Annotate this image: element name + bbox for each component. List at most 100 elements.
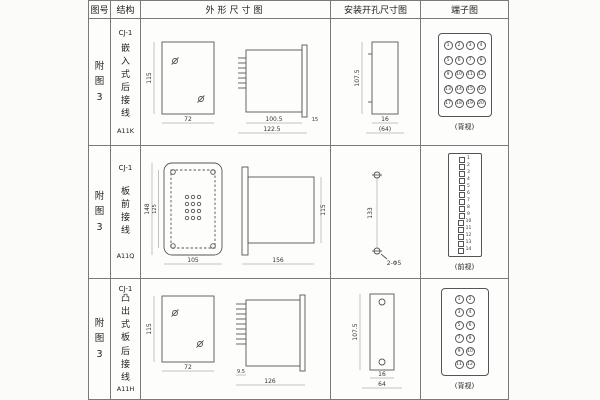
terminal-circle: 19 [465, 99, 475, 108]
col-header-structure: 结构 [111, 1, 141, 19]
terminal-circle: 9 [443, 70, 453, 79]
terminal-circle: 4 [465, 307, 475, 317]
dim-label: 115 [146, 323, 153, 335]
hole-spec-label: 2-Φ5 [386, 260, 401, 267]
terminal-view-caption: (背视) [454, 122, 475, 131]
mount-drawing-a11h: 107.5 16 64 [352, 293, 402, 388]
terminal-square: 11 [458, 227, 472, 233]
col-header-outline: 外形尺寸图 [141, 1, 331, 19]
model-label: CJ-1 [118, 284, 133, 293]
terminal-circle: 20 [476, 99, 486, 108]
type-code: A11Q [116, 251, 135, 260]
terminal-square: 9 [459, 213, 470, 219]
dim-label: 72 [184, 116, 192, 123]
terminal-circle: 4 [476, 41, 486, 50]
terminal-square: 1 [459, 157, 470, 163]
terminal-square: 2 [459, 164, 470, 170]
dim-label: 125 [152, 204, 158, 214]
terminal-circle: 6 [465, 320, 475, 330]
outline-cell-row1: 115 72 100.5 122.5 15 [141, 19, 331, 146]
mount-cell-row2: 133 2-Φ5 [331, 146, 421, 279]
terminal-circle: 12 [476, 70, 486, 79]
terminal-circle: 8 [476, 55, 486, 65]
terminal-circle: 10 [454, 70, 464, 79]
mount-cell-row3: 107.5 16 64 [331, 279, 421, 400]
dim-label: 16 [381, 116, 389, 123]
dim-label: 156 [272, 257, 284, 264]
dim-label: 72 [184, 364, 192, 371]
model-label: CJ-1 [118, 29, 133, 38]
terminal-square: 6 [459, 192, 470, 198]
terminal-circle: 5 [443, 55, 453, 65]
dim-label: 126 [264, 378, 276, 385]
outline-drawing-a11q: 148 125 105 156 115 [144, 162, 327, 264]
terminal-square: 10 [458, 220, 472, 226]
terminal-view-caption: (背视) [454, 381, 475, 390]
dim-label: (64) [378, 126, 390, 133]
figure-label: 附图3 [94, 61, 105, 103]
figure-number-row3: 附图3 [89, 279, 111, 400]
terminal-view-caption: (前视) [454, 262, 475, 271]
terminal-circle: 16 [476, 84, 486, 94]
dim-label: 107.5 [352, 323, 359, 340]
dim-label: 105 [187, 257, 199, 264]
mount-drawing-a11k: 107.5 16 (64) [354, 41, 404, 133]
terminal-square: 5 [459, 185, 470, 191]
terminal-circle: 6 [454, 55, 464, 65]
outline-drawing-a11h: 115 72 9.5 126 [146, 294, 305, 385]
col-header-figure: 图号 [89, 1, 111, 19]
terminal-circle: 17 [443, 99, 453, 108]
terminal-circle: 11 [454, 359, 464, 369]
terminal-circle: 10 [465, 346, 475, 356]
terminal-circle: 5 [454, 320, 464, 330]
dim-label: 100.5 [265, 116, 282, 123]
col-header-mounting: 安装开孔尺寸图 [331, 1, 421, 19]
spec-table: 图号 结构 外形尺寸图 安装开孔尺寸图 端子图 附图3 CJ-1 嵌入式后接线 … [88, 0, 509, 400]
terminal-circle: 1 [454, 294, 464, 304]
dim-label: 133 [367, 207, 374, 219]
figure-label: 附图3 [94, 191, 105, 233]
model-label: CJ-1 [118, 164, 133, 173]
figure-label: 附图3 [94, 318, 105, 360]
structure-desc: 凸出式板后接线 [121, 294, 131, 383]
mount-cell-row1: 107.5 16 (64) [331, 19, 421, 146]
terminal-square: 14 [458, 248, 472, 254]
terminal-circle: 18 [454, 99, 464, 108]
type-code: A11K [117, 126, 134, 135]
dim-label: 115 [146, 72, 153, 84]
col-header-terminal: 端子图 [421, 1, 509, 19]
terminal-square: 4 [459, 178, 470, 184]
structure-row3: CJ-1 凸出式板后接线 A11H [111, 279, 141, 400]
outline-cell-row2: 148 125 105 156 115 [141, 146, 331, 279]
terminal-circle: 3 [454, 307, 464, 317]
terminal-circle: 3 [465, 41, 475, 50]
figure-number-row1: 附图3 [89, 19, 111, 146]
terminal-circle: 7 [465, 55, 475, 65]
structure-row1: CJ-1 嵌入式后接线 A11K [111, 19, 141, 146]
terminal-circle: 12 [465, 359, 475, 369]
structure-desc: 嵌入式后接线 [121, 43, 131, 120]
terminal-circle: 9 [454, 346, 464, 356]
dim-label: 115 [320, 204, 327, 216]
dim-label: 15 [311, 117, 317, 123]
terminal-circle: 13 [443, 84, 453, 94]
terminal-circle: 7 [454, 333, 464, 343]
terminal-circle: 11 [465, 70, 475, 79]
dim-label: 16 [378, 371, 386, 378]
terminal-square: 12 [458, 234, 472, 240]
terminal-circle: 2 [454, 41, 464, 50]
figure-number-row2: 附图3 [89, 146, 111, 279]
terminal-square: 13 [458, 241, 472, 247]
terminal-square: 3 [459, 171, 470, 177]
terminal-circle: 2 [465, 294, 475, 304]
dim-label: 148 [144, 203, 151, 215]
dim-label: 64 [378, 381, 386, 388]
dim-label: 122.5 [263, 126, 280, 133]
structure-row2: CJ-1 板前接线 A11Q [111, 146, 141, 279]
